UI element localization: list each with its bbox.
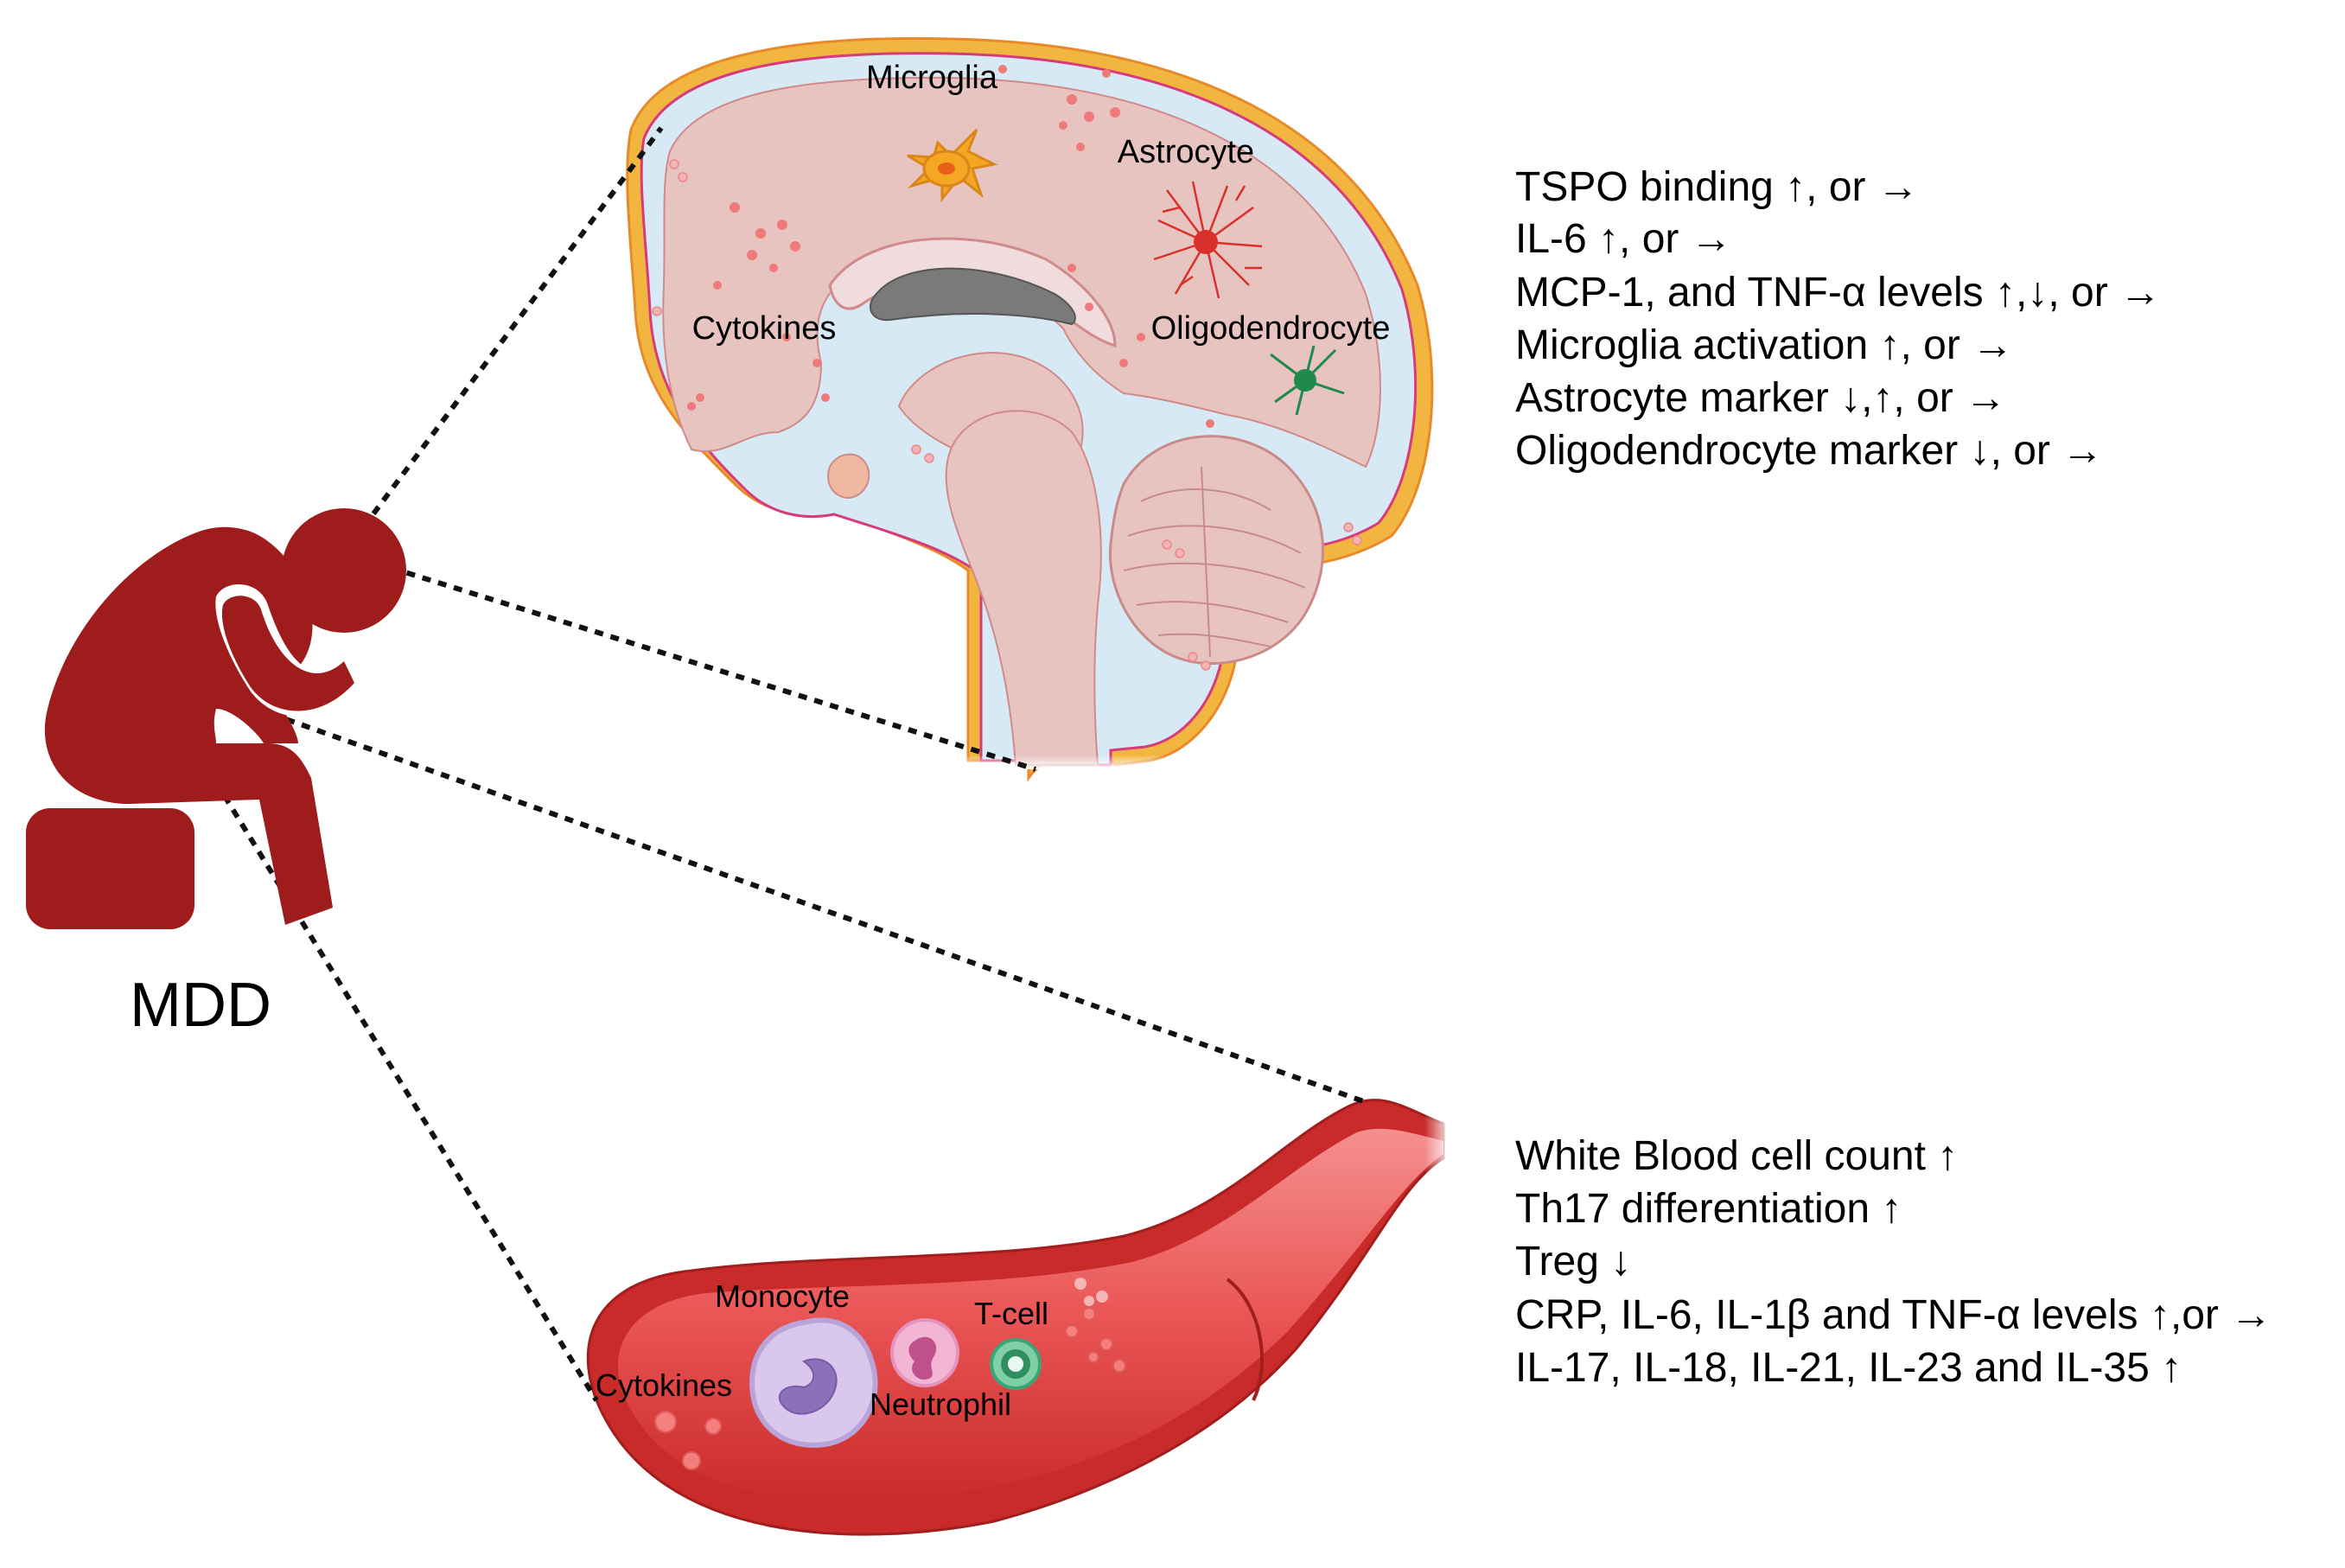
blood-cytokines-label: Cytokines: [596, 1367, 732, 1403]
brain-cytokine-dots: [687, 65, 1214, 428]
vessel-cytokine-dots-outside: [1074, 1278, 1108, 1306]
vessel-ring: [1226, 1278, 1264, 1401]
brain-finding-5: Astrocyte marker ↓,↑, or →: [1515, 375, 2006, 421]
blood-finding-1: White Blood cell count ↑: [1515, 1133, 1958, 1179]
mdd-label: MDD: [130, 971, 271, 1040]
oligodendrocyte-cell: [1270, 345, 1345, 416]
brain-finding-2: IL-6 ↑, or →: [1515, 216, 1732, 262]
neutrophil-label: Neutrophil: [870, 1386, 1011, 1422]
vessel-cytokine-dots: [654, 1307, 1126, 1470]
person-figure: [26, 508, 406, 929]
blood-vessel-illustration: Monocyte T-cell Cytokines Neutrophil: [586, 1089, 1452, 1536]
corpus-callosum: [828, 237, 1117, 348]
t-cell: [990, 1338, 1042, 1390]
brain-cytokines-label: Cytokines: [692, 310, 837, 347]
connector-lines: [144, 126, 1367, 1402]
astrocyte-cell: [1153, 181, 1263, 299]
blood-finding-5: IL-17, IL-18, IL-21, IL-23 and IL-35 ↑: [1515, 1345, 2182, 1391]
neutrophil-cell: [890, 1318, 959, 1387]
brain-finding-3: MCP-1, and TNF-α levels ↑,↓, or →: [1515, 270, 2161, 316]
person-head: [282, 508, 406, 633]
seat-block: [26, 808, 194, 929]
brain-findings-list: TSPO binding ↑, or → IL-6 ↑, or → MCP-1,…: [1515, 164, 2161, 474]
microglia-label: Microglia: [866, 60, 998, 96]
blood-findings-list: White Blood cell count ↑ Th17 differenti…: [1515, 1133, 2272, 1391]
blood-finding-2: Th17 differentiation ↑: [1515, 1186, 1902, 1232]
microglia-cell: [907, 128, 998, 203]
cerebellum-folds: [1123, 466, 1306, 658]
connector-brain-bottom: [343, 551, 1036, 772]
connector-vessel-bottom: [144, 668, 599, 1402]
blood-finding-3: Treg ↓: [1515, 1239, 1631, 1284]
brain-illustration: Microglia Astrocyte Cytokines Oligodendr…: [626, 37, 1434, 782]
pituitary: [827, 453, 870, 499]
connector-vessel-top: [145, 667, 1367, 1105]
t-cell-label: T-cell: [974, 1296, 1048, 1331]
blood-finding-4: CRP, IL-6, IL-1β and TNF-α levels ↑,or →: [1515, 1292, 2272, 1338]
connector-brain-top: [341, 126, 664, 555]
brain-finding-6: Oligodendrocyte marker ↓, or →: [1515, 428, 2103, 474]
lateral-ventricle: [869, 267, 1076, 326]
csf-cytokine-dots: [652, 159, 1362, 671]
monocyte-label: Monocyte: [715, 1278, 850, 1314]
cerebellum: [1108, 435, 1324, 666]
astrocyte-label: Astrocyte: [1118, 134, 1254, 170]
oligodendrocyte-label: Oligodendrocyte: [1151, 310, 1391, 347]
brain-finding-1: TSPO binding ↑, or →: [1515, 164, 1919, 210]
monocyte-cell: [749, 1317, 878, 1448]
brain-finding-4: Microglia activation ↑, or →: [1515, 322, 2013, 368]
